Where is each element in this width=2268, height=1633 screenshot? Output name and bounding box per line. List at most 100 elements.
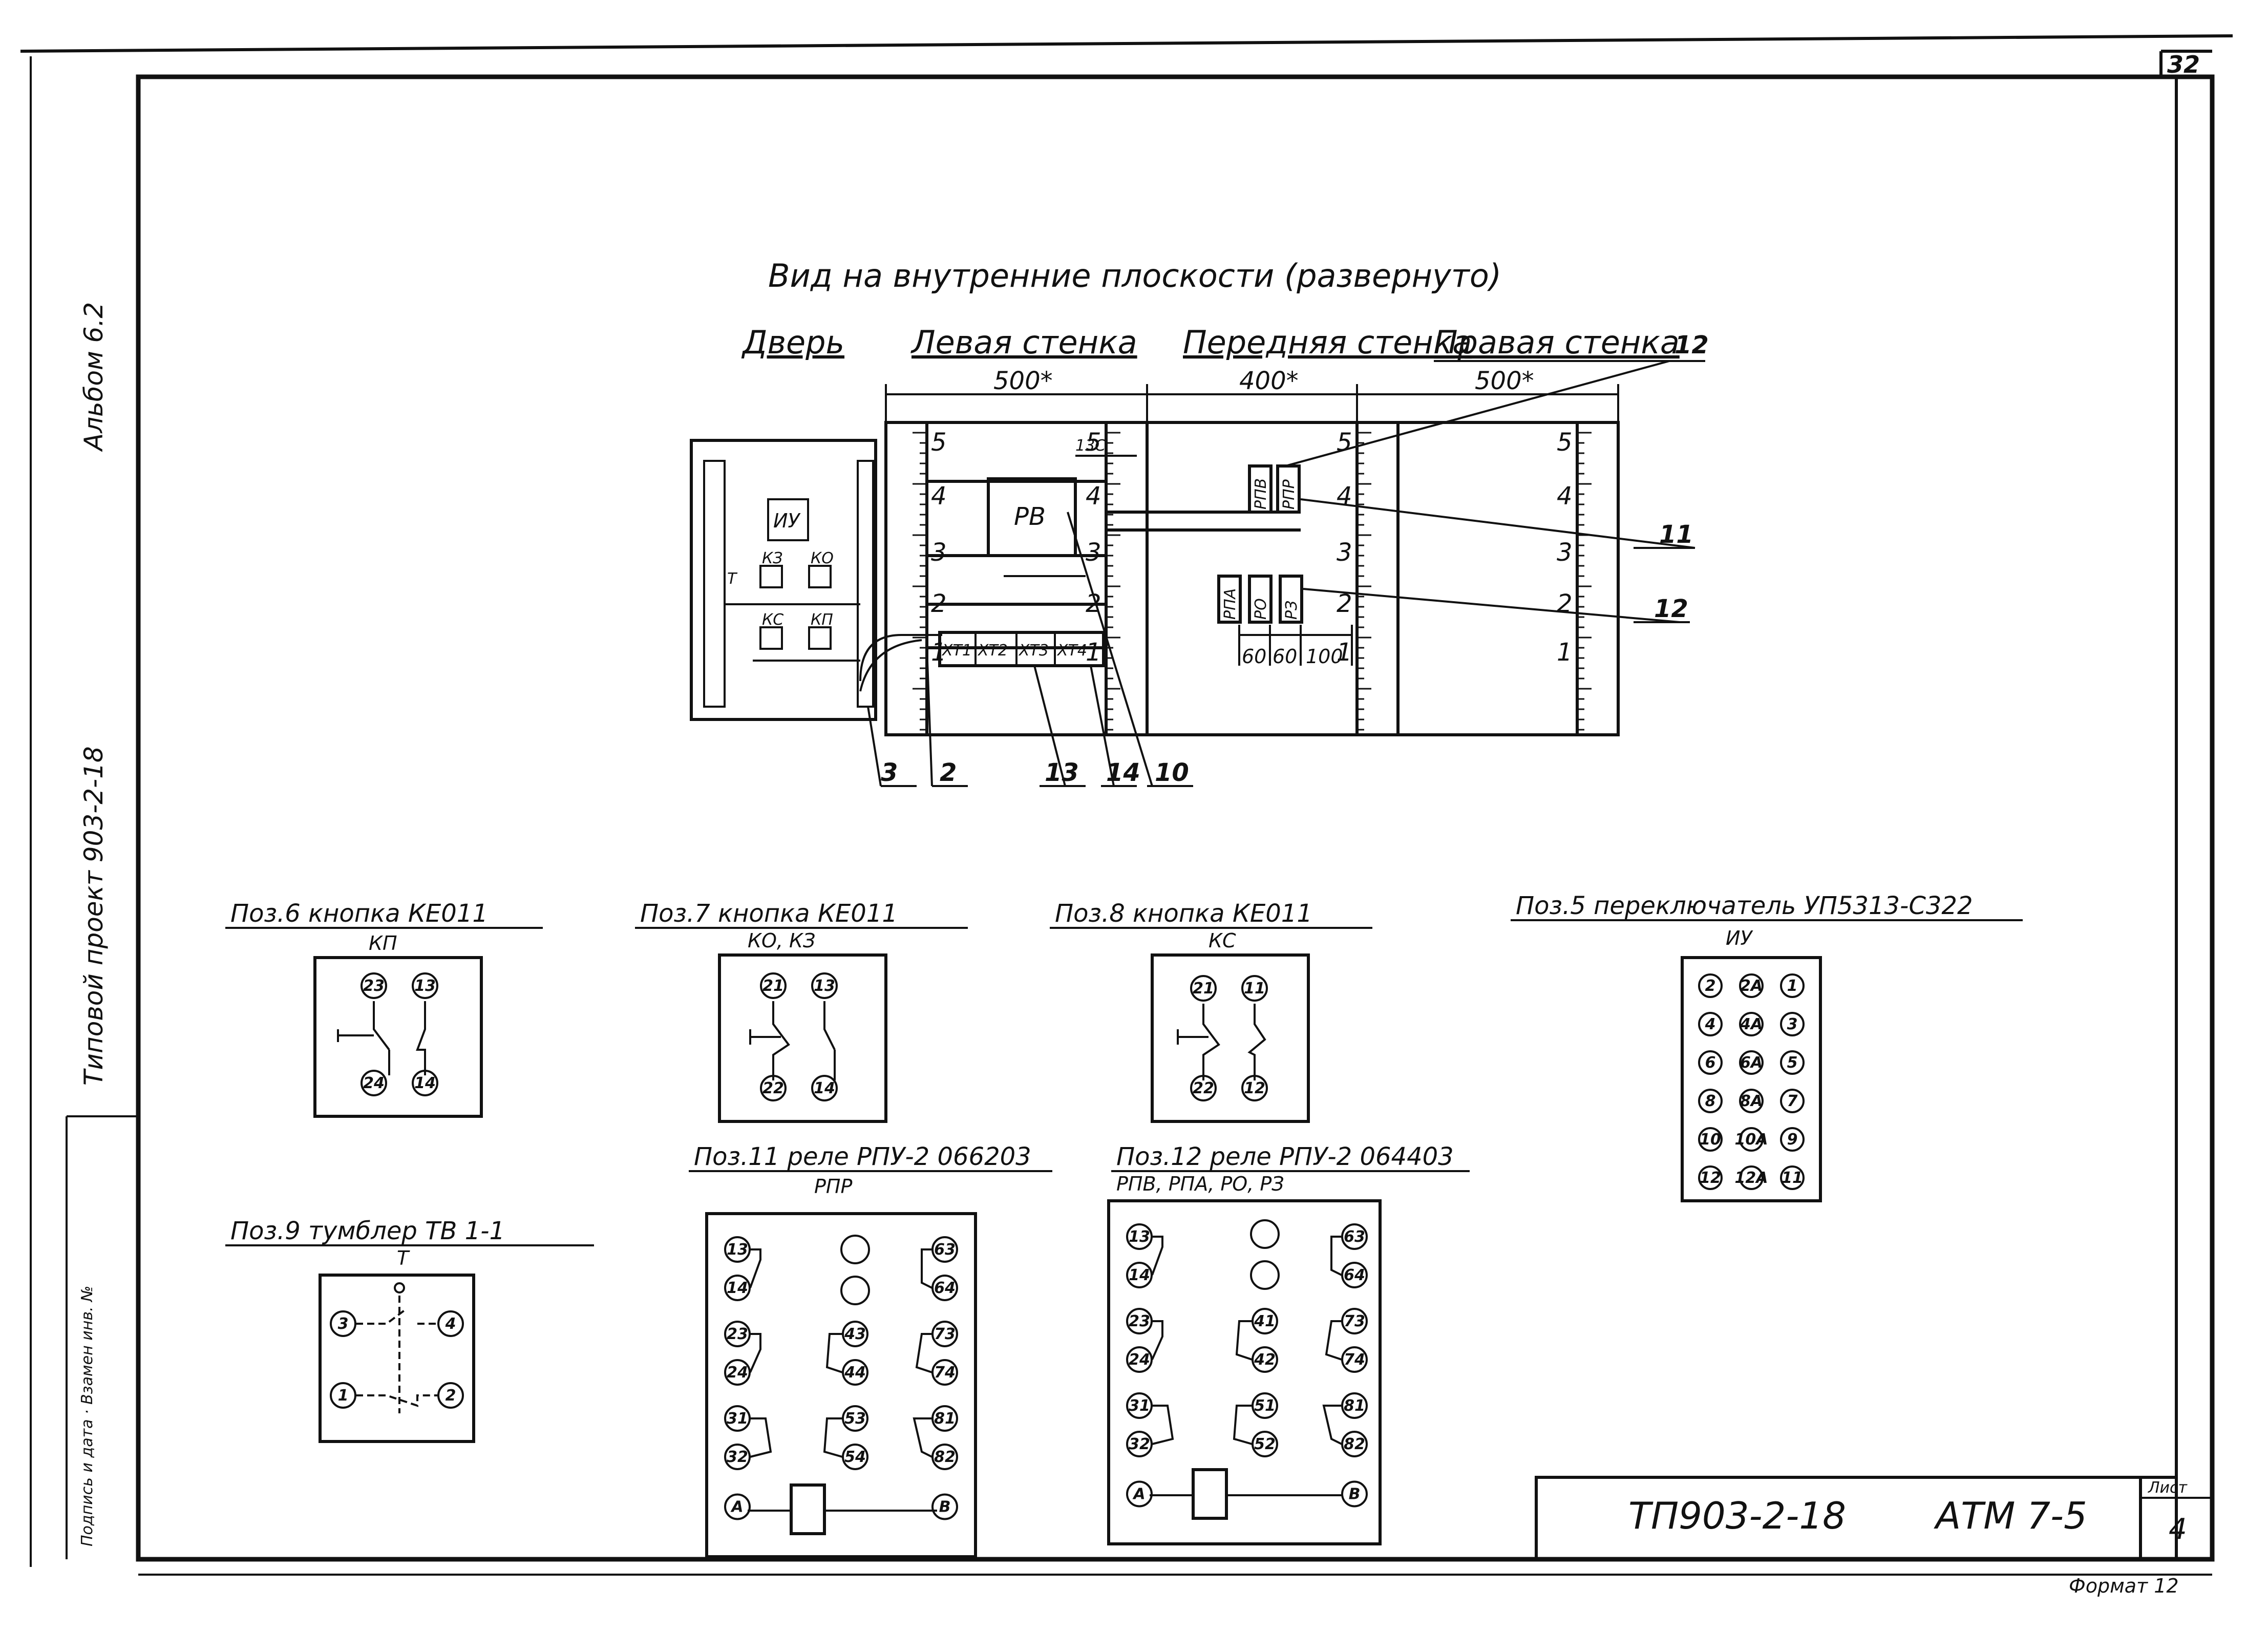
terminal-label: В xyxy=(939,1498,951,1516)
terminal-label: 1 xyxy=(338,1387,349,1405)
terminal-label: 24 xyxy=(363,1074,385,1092)
ruler-number: 1 xyxy=(1557,638,1573,667)
side-album-label: Альбом 6.2 xyxy=(79,302,109,452)
terminal-circle xyxy=(1698,1127,1723,1152)
terminal-circle xyxy=(1341,1346,1368,1373)
terminal-label: 14 xyxy=(814,1079,835,1097)
terminal-circle xyxy=(724,1236,751,1263)
terminal-circle xyxy=(1190,975,1217,1002)
terminal-label: 21 xyxy=(1193,980,1214,998)
pos7-title: Поз.7 кнопка КЕ011 xyxy=(640,899,898,928)
terminal-circle xyxy=(1780,1127,1805,1152)
front-wall-relays xyxy=(1217,464,1353,666)
ruler-number: 1 xyxy=(1337,638,1352,667)
terminal-label: 24 xyxy=(727,1364,748,1382)
terminal-label: 7 xyxy=(1787,1092,1798,1110)
terminal-label: 11 xyxy=(1244,980,1265,998)
terminal-circle xyxy=(811,1075,838,1101)
terminal-label: 2А xyxy=(1740,977,1763,995)
terminal-label: 12 xyxy=(1244,1079,1265,1097)
terminal-label: 13 xyxy=(414,977,436,995)
pos5-box xyxy=(1681,956,1822,1202)
terminal-label: 74 xyxy=(934,1364,956,1382)
terminal-label: 63 xyxy=(1344,1228,1365,1246)
ruler-number: 5 xyxy=(931,428,947,457)
terminal-label: 14 xyxy=(1129,1266,1150,1284)
terminal-label: 73 xyxy=(934,1325,956,1343)
terminal-label: А xyxy=(730,1498,743,1516)
relay-rv xyxy=(987,477,1077,557)
pos11-coil xyxy=(790,1483,826,1535)
pos12-sub: РПВ, РПА, РО, РЗ xyxy=(1116,1173,1284,1195)
spacing-dim-3: 100 xyxy=(1306,645,1343,668)
terminal-circle xyxy=(330,1310,356,1337)
terminal-circle xyxy=(1126,1346,1153,1373)
callout-12: 12 xyxy=(1654,595,1688,623)
terminal-label: 22 xyxy=(1193,1079,1214,1097)
terminal-circle xyxy=(361,1070,387,1096)
block-ko: КО xyxy=(811,549,834,567)
ruler-number: 3 xyxy=(1086,538,1101,567)
terminal-circle xyxy=(1698,1012,1723,1036)
dim-right: 500* xyxy=(1475,367,1534,395)
block-iu: ИУ xyxy=(773,510,801,532)
heading-door: Дверь xyxy=(741,324,844,361)
terminal-circle xyxy=(1252,1346,1278,1373)
pos11-sub: РПР xyxy=(814,1175,852,1198)
terminal-label: 23 xyxy=(363,977,385,995)
pos6-terminals: 23 13 24 14 xyxy=(361,972,438,1096)
terminal-label: 43 xyxy=(844,1325,866,1343)
terminal-circle xyxy=(724,1359,751,1386)
terminal-circle xyxy=(931,1321,958,1347)
ruler-number: 4 xyxy=(1086,482,1101,511)
ruler-number: 5 xyxy=(1086,428,1101,457)
pos12-box xyxy=(1107,1199,1382,1545)
callout-14: 14 xyxy=(1106,758,1140,787)
stamp-sheet-label: Лист xyxy=(2148,1479,2188,1497)
terminal-label: 14 xyxy=(414,1074,436,1092)
block-rv: РВ xyxy=(1014,502,1046,531)
heading-front-wall: Передняя стенка xyxy=(1183,324,1472,361)
terminal-label: 4 xyxy=(1705,1015,1716,1033)
terminal-circle xyxy=(1126,1308,1153,1334)
terminal-label: 10А xyxy=(1735,1131,1768,1149)
terminal-label: 10 xyxy=(1700,1131,1721,1149)
terminal-label: 23 xyxy=(1129,1312,1150,1330)
terminal-label: 2 xyxy=(446,1387,456,1405)
terminal-circle xyxy=(931,1275,958,1301)
terminal-circle xyxy=(931,1405,958,1432)
pos6-sub: КП xyxy=(369,932,397,955)
terminal-circle xyxy=(1341,1431,1368,1457)
terminal-label: 3 xyxy=(1787,1015,1798,1033)
pos9-title: Поз.9 тумблер ТВ 1-1 xyxy=(230,1217,505,1245)
door-panel xyxy=(690,439,877,721)
relay-ro: РО xyxy=(1252,598,1270,620)
terminal-label: В xyxy=(1349,1486,1361,1503)
terminal-circle xyxy=(842,1405,868,1432)
ruler-number: 4 xyxy=(1557,482,1573,511)
terminal-circle xyxy=(1698,1089,1723,1113)
terminal-circle xyxy=(1126,1392,1153,1419)
heading-left-wall: Левая стенка xyxy=(910,324,1137,361)
sheet-frame xyxy=(20,34,2233,1576)
callout-13: 13 xyxy=(1045,758,1079,787)
terminal-label: 2 xyxy=(1705,977,1716,995)
terminal-circle xyxy=(1739,1165,1764,1190)
side-signature-label: Подпись и дата · Взамен инв. № xyxy=(78,1286,96,1546)
terminal-circle xyxy=(724,1405,751,1432)
terminal-label: 14 xyxy=(727,1279,748,1297)
terminal-label: 31 xyxy=(727,1410,748,1428)
callout-2: 2 xyxy=(940,758,957,787)
stamp-doc: АТМ 7-5 xyxy=(1934,1494,2087,1537)
callout-12-top: 12 xyxy=(1674,331,1709,359)
pos8-title: Поз.8 кнопка КЕ011 xyxy=(1055,899,1312,928)
terminal-label: 9 xyxy=(1787,1131,1798,1149)
terminal-label: 41 xyxy=(1254,1312,1276,1330)
terminal-circle xyxy=(1739,1127,1764,1152)
terminal-label: 54 xyxy=(844,1448,866,1466)
terminal-circle xyxy=(437,1382,464,1409)
